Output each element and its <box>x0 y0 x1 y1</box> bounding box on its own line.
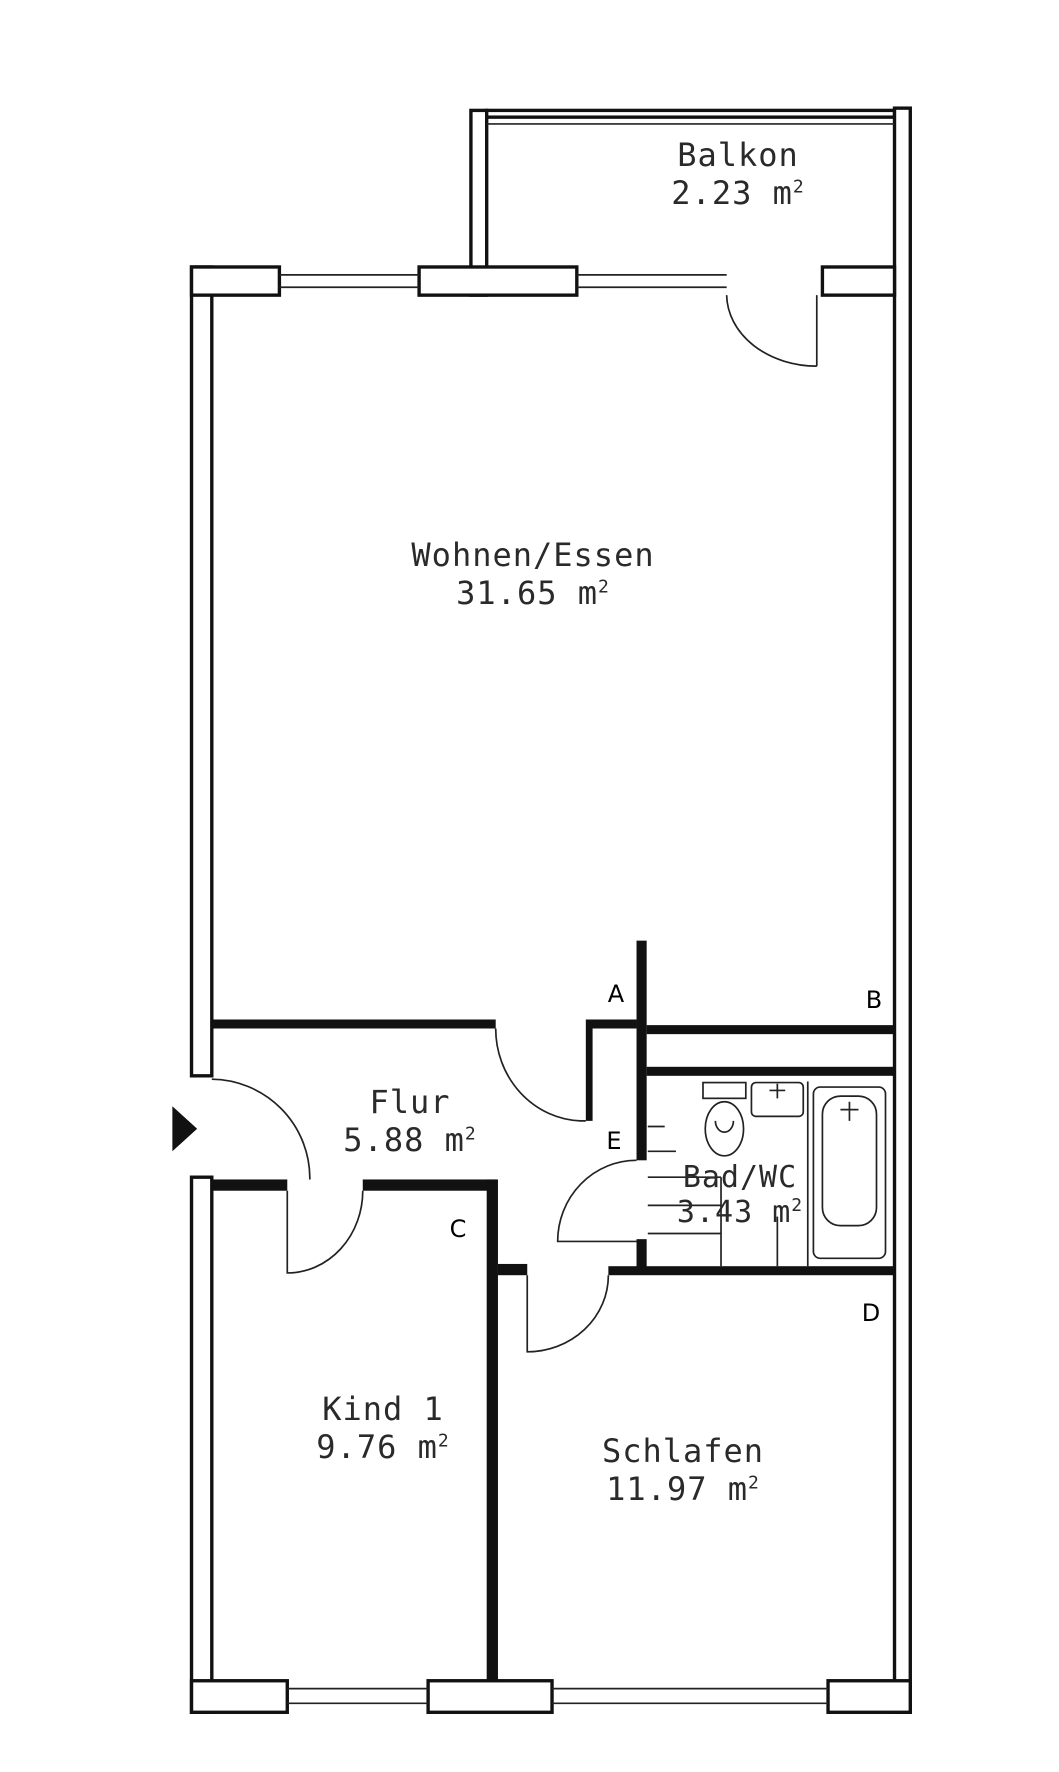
left-outer-wall-top <box>189 265 214 1078</box>
area-unit: 2 <box>437 1430 450 1452</box>
top-wall <box>417 265 579 297</box>
sink-tap <box>769 1083 786 1099</box>
tile-lines <box>647 1125 779 1267</box>
wall-bath-west-low <box>636 1239 647 1273</box>
room-area: 3.43 m <box>676 1195 792 1230</box>
door-bath <box>556 1159 637 1243</box>
door-entrance <box>211 1078 311 1180</box>
room-name: Balkon <box>677 136 799 174</box>
wall-schlafen-top <box>497 1263 528 1276</box>
wall-kind-top <box>211 1179 288 1191</box>
top-wall <box>820 265 897 297</box>
wall-a-vertical <box>585 1019 593 1121</box>
marker-a: A <box>607 980 625 1008</box>
wall-a <box>591 1019 637 1029</box>
bottom-wall <box>189 1679 289 1714</box>
wall-kind-top <box>362 1179 496 1191</box>
area-unit: 2 <box>464 1123 477 1145</box>
room-area: 11.97 m <box>606 1470 748 1508</box>
balcony-rail <box>484 108 897 119</box>
door-living <box>494 1028 586 1122</box>
door-schlafen <box>526 1275 610 1353</box>
marker-e: E <box>606 1127 622 1155</box>
right-outer-wall <box>892 106 912 1714</box>
sink-icon <box>750 1081 805 1118</box>
room-name: Wohnen/Essen <box>411 536 655 574</box>
toilet-seat <box>714 1120 735 1133</box>
bottom-wall <box>826 1679 912 1714</box>
wall-bath-top <box>646 1066 895 1076</box>
door-balcony <box>725 295 818 367</box>
bathtub-icon <box>812 1086 887 1260</box>
top-wall <box>189 265 282 297</box>
bathtub-inner <box>821 1095 878 1227</box>
left-outer-wall-bottom <box>189 1175 214 1714</box>
window <box>287 1687 829 1705</box>
marker-b: B <box>865 986 883 1014</box>
room-area: 2.23 m <box>671 174 793 212</box>
bottom-wall <box>426 1679 554 1714</box>
entrance-arrow-icon <box>172 1106 198 1152</box>
wall-bath-west <box>636 940 647 1161</box>
room-area: 9.76 m <box>316 1428 438 1466</box>
wall-bath-bottom <box>608 1266 895 1276</box>
room-area: 5.88 m <box>343 1121 465 1159</box>
area-unit: 2 <box>598 576 610 598</box>
area-unit: 2 <box>792 176 805 198</box>
marker-d: D <box>861 1299 881 1327</box>
room-name: Bad/WC <box>682 1160 798 1195</box>
bathtub-drain <box>840 1101 859 1121</box>
wall-living-flur <box>211 1019 496 1029</box>
room-area: 31.65 m <box>456 574 598 612</box>
area-unit: 2 <box>748 1472 760 1494</box>
toilet-tank <box>702 1081 747 1100</box>
room-name: Schlafen <box>601 1432 765 1470</box>
door-kind <box>286 1190 364 1274</box>
marker-c: C <box>449 1215 467 1243</box>
toilet-icon <box>704 1100 745 1157</box>
wall-kind-schlafen <box>486 1179 498 1681</box>
window <box>279 274 727 289</box>
room-name: Kind 1 <box>322 1390 444 1428</box>
room-name: Flur <box>369 1083 451 1121</box>
wall-b <box>646 1025 895 1035</box>
area-unit: 2 <box>791 1195 804 1216</box>
